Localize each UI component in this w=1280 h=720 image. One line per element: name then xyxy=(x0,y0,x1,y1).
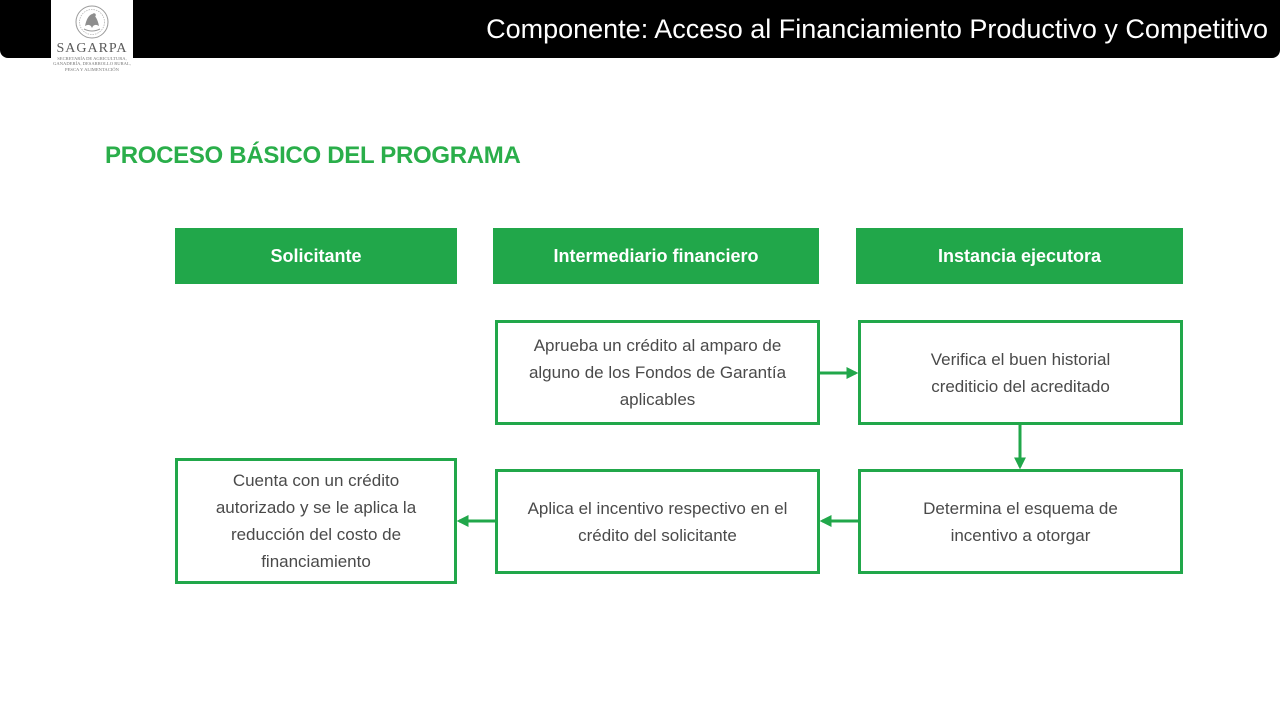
logo-subtitle: SECRETARÍA DE AGRICULTURA, GANADERÍA, DE… xyxy=(53,56,131,72)
sagarpa-logo: SAGARPA SECRETARÍA DE AGRICULTURA, GANAD… xyxy=(51,0,133,84)
lane-header-instancia: Instancia ejecutora xyxy=(856,228,1183,284)
step-aprueba: Aprueba un crédito al amparo de alguno d… xyxy=(495,320,820,425)
step-determina-text: Determina el esquema de incentivo a otor… xyxy=(923,498,1118,545)
mexican-eagle-emblem-icon xyxy=(75,5,109,39)
lane-header-solicitante: Solicitante xyxy=(175,228,457,284)
step-verifica-text: Verifica el buen historial crediticio de… xyxy=(930,349,1111,396)
step-cuenta: Cuenta con un crédito autorizado y se le… xyxy=(175,458,457,584)
logo-name: SAGARPA xyxy=(56,41,128,56)
lane-header-intermediario: Intermediario financiero xyxy=(493,228,819,284)
slide-title: Componente: Acceso al Financiamiento Pro… xyxy=(486,14,1268,44)
title-bar: Componente: Acceso al Financiamiento Pro… xyxy=(0,0,1280,58)
diagram-heading: PROCESO BÁSICO DEL PROGRAMA xyxy=(105,142,521,169)
step-aplica: Aplica el incentivo respectivo en el cré… xyxy=(495,469,820,574)
step-aplica-text: Aplica el incentivo respectivo en el cré… xyxy=(527,498,788,545)
step-verifica: Verifica el buen historial crediticio de… xyxy=(858,320,1183,425)
step-determina: Determina el esquema de incentivo a otor… xyxy=(858,469,1183,574)
step-cuenta-text: Cuenta con un crédito autorizado y se le… xyxy=(215,471,417,571)
step-aprueba-text: Aprueba un crédito al amparo de alguno d… xyxy=(528,336,787,409)
